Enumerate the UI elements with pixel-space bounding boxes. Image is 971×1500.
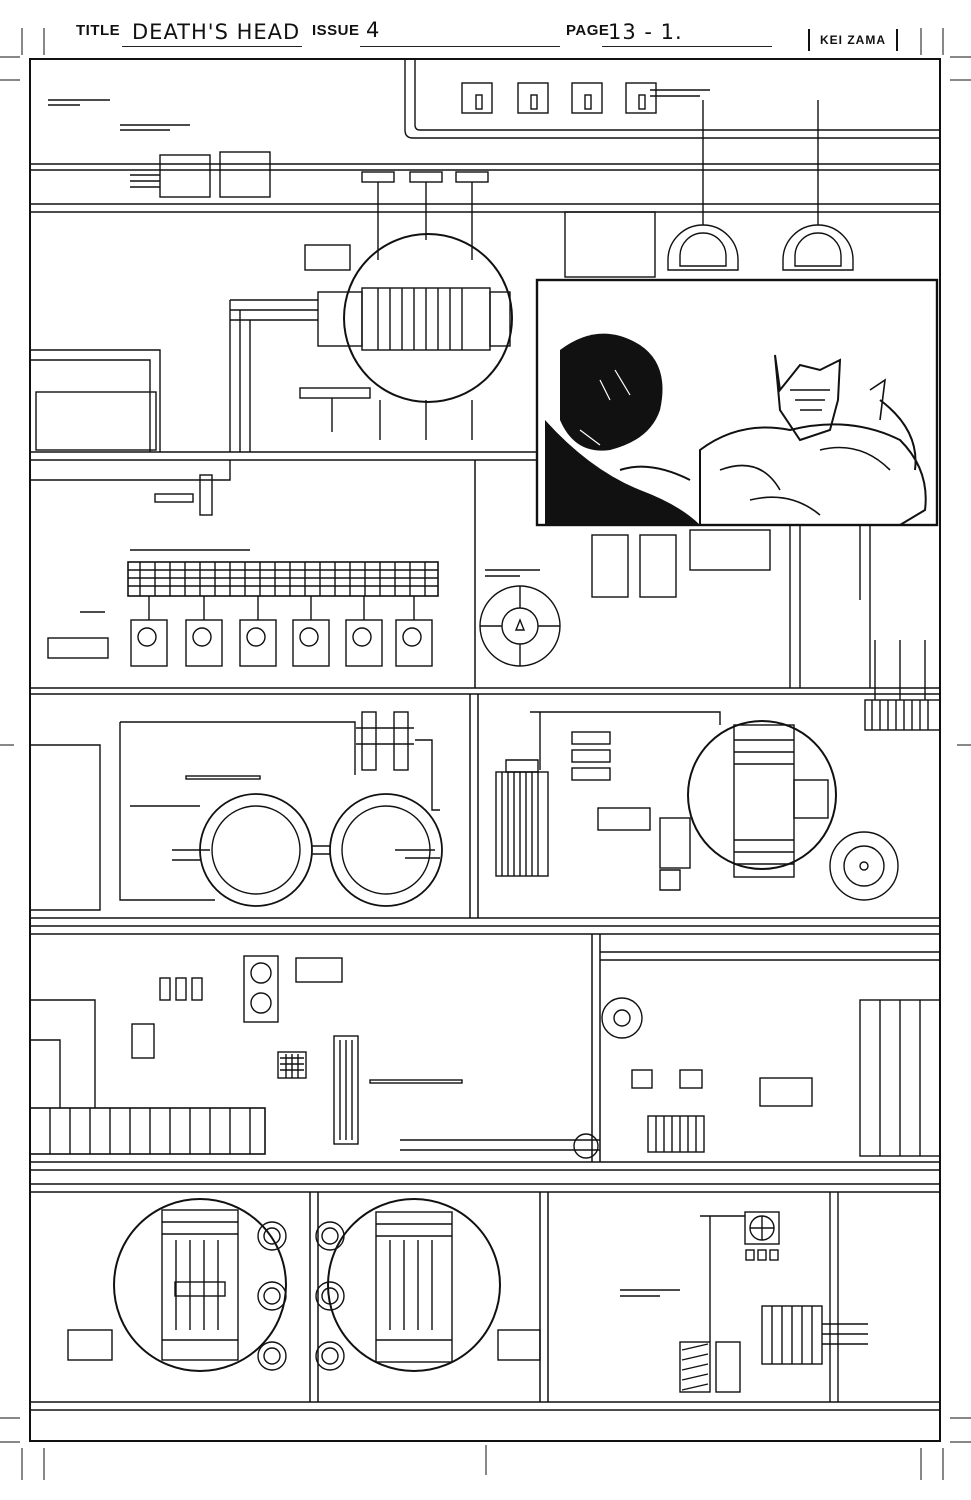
valve-dial	[479, 529, 771, 667]
lens-circle-4	[315, 1198, 541, 1372]
vertical-dividers	[309, 460, 601, 1402]
right-pipes	[789, 525, 941, 731]
top-machinery	[48, 59, 940, 278]
page-underline	[602, 46, 772, 47]
horizontal-bands	[30, 163, 940, 1411]
porthole-pair	[30, 711, 443, 911]
left-pipes	[30, 349, 231, 516]
inset-illustration-panel	[535, 278, 939, 527]
bottom-right-machinery	[620, 1192, 868, 1402]
crop-marks	[0, 28, 971, 1480]
issue-value: 4	[366, 18, 381, 42]
gauge-array	[47, 549, 439, 667]
page-border	[29, 58, 941, 1442]
lens-circle-1	[229, 233, 513, 452]
lens-circle-3	[67, 1198, 287, 1372]
pump-row	[29, 951, 941, 1159]
artist-credit: KEI ZAMA	[808, 29, 898, 51]
lens-circle-2	[495, 711, 899, 901]
page-label: PAGE	[566, 22, 610, 39]
issue-underline	[360, 46, 560, 47]
page-value: 13 - 1.	[608, 20, 683, 44]
title-underline	[122, 46, 302, 47]
title-value: DEATH'S HEAD	[132, 20, 301, 44]
issue-label: ISSUE	[312, 22, 360, 39]
title-label: TITLE	[76, 22, 121, 39]
